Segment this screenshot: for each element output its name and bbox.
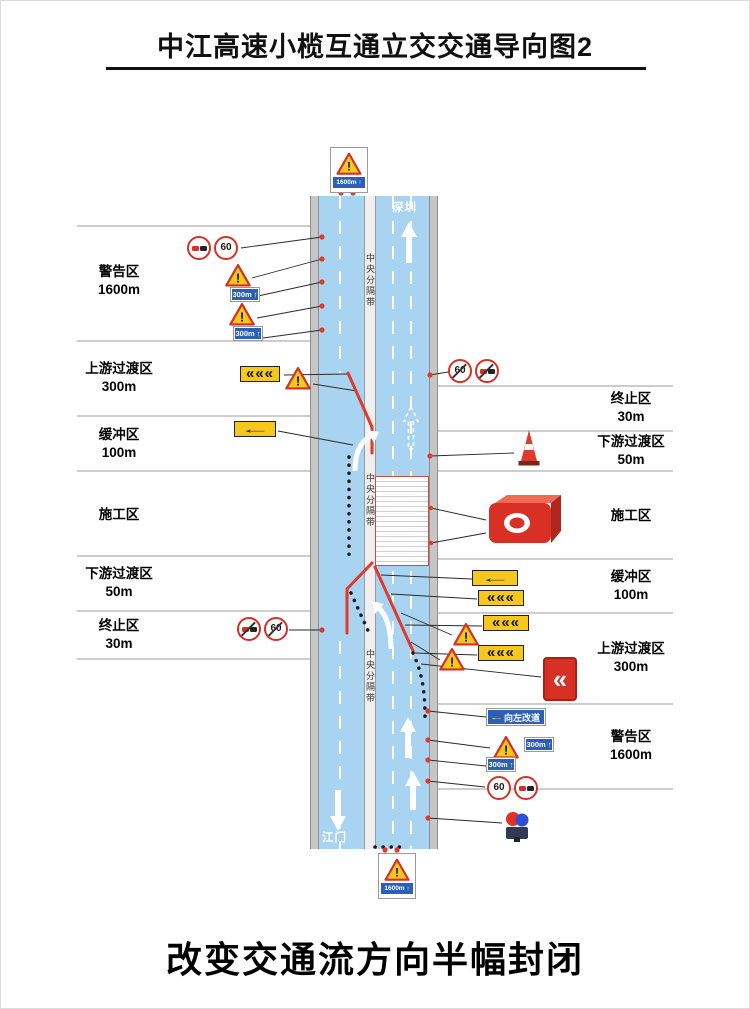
end-no-overtaking-sign — [237, 617, 261, 641]
shoulder-left — [310, 196, 319, 849]
roadwork-ahead-sign-bottom: ! 1600m ↑ — [378, 853, 416, 899]
roadwork-warning-sign: ! — [493, 735, 519, 759]
roadwork-warning-sign: ! — [229, 302, 255, 326]
water-filled-barrier — [487, 491, 563, 547]
end-speed-limit-sign: 60 — [264, 617, 288, 641]
svg-text:!: ! — [296, 373, 300, 388]
car-icon — [526, 785, 534, 791]
crossover-arrow-lower — [377, 606, 394, 650]
up-arrow-bottom-2 — [405, 771, 421, 810]
distance-plate-1600m: 1600m ↑ — [381, 883, 413, 894]
crossover-arrow-lower-head — [372, 601, 384, 614]
speed-limit-60-sign: 60 — [214, 236, 238, 260]
traffic-arrows — [330, 222, 421, 831]
car-icon — [241, 626, 249, 632]
car-icon — [518, 785, 526, 791]
crossover-arrow-upper-head — [367, 430, 379, 443]
svg-text:!: ! — [504, 742, 508, 757]
roadwork-warning-sign: ! — [453, 622, 479, 646]
zone-label-left-work: 施工区 — [98, 507, 140, 522]
zone-divider-lines — [77, 225, 673, 790]
taper-lower-right — [373, 565, 415, 653]
end-speed-limit-sign: 60 — [448, 359, 472, 383]
arrow-board: ← — [234, 421, 276, 437]
warning-triangle-icon: ! — [336, 152, 362, 175]
up-arrow-bottom-1 — [400, 717, 416, 758]
leader-lines — [240, 236, 542, 824]
title-underline — [106, 67, 646, 70]
sharp-curve-sign: « — [543, 657, 577, 701]
car-icon — [479, 368, 487, 374]
divert-left-sign: ←向左改道 — [487, 709, 545, 725]
distance-plate-300m: 300m ↑ — [525, 738, 553, 751]
svg-text:!: ! — [347, 160, 351, 174]
no-overtaking-sign — [514, 776, 538, 800]
zone-label-right-work: 施工区 — [610, 508, 652, 523]
bottom-caption: 改变交通流方向半幅封闭 — [165, 939, 584, 980]
warning-triangle-icon: ! — [384, 858, 410, 881]
end-no-overtaking-sign — [475, 359, 499, 383]
svg-text:!: ! — [236, 270, 240, 285]
crossover-arrow-upper — [352, 433, 373, 472]
median-label: 中央分隔带 — [365, 473, 375, 528]
svg-text:!: ! — [450, 654, 454, 669]
roadwork-warning-sign: ! — [225, 263, 251, 287]
shoulder-right — [429, 196, 438, 849]
car-icon — [199, 245, 207, 251]
carriageway-left — [319, 196, 364, 849]
red-barrier-lines — [345, 371, 415, 653]
up-arrow-top — [401, 222, 417, 263]
car-icon — [249, 626, 257, 632]
car-icon — [191, 245, 199, 251]
chevron-alignment-board: ««« — [478, 645, 524, 661]
traffic-cone — [516, 428, 542, 468]
distance-plate-1600m: 1600m ↑ — [333, 177, 365, 188]
dest-label-jiangmen: 江门 — [322, 832, 347, 844]
ghost-arrow — [402, 405, 420, 450]
work-zone-hatch — [375, 476, 429, 566]
svg-text:!: ! — [395, 866, 399, 880]
distance-plate-300m: 300m ↑ — [487, 758, 515, 771]
distance-plate-300m: 300m ↑ — [234, 327, 262, 340]
no-overtaking-sign — [187, 236, 211, 260]
car-icon — [487, 368, 495, 374]
lane-line — [339, 641, 341, 849]
distance-plate-300m: 300m ↑ — [231, 288, 259, 301]
attachment-dots — [319, 190, 434, 853]
cone-dot-lines — [347, 455, 427, 849]
svg-text:!: ! — [240, 309, 244, 324]
roadwork-warning-sign: ! — [285, 366, 311, 390]
roadwork-warning-sign: ! — [439, 647, 465, 671]
page-title: 中江高速小榄互通立交交通导向图2 — [156, 32, 593, 62]
svg-text:!: ! — [464, 629, 468, 644]
median-label: 中央分隔带 — [365, 253, 375, 308]
warning-beacon — [503, 807, 531, 843]
lane-line — [339, 196, 341, 373]
roadwork-ahead-sign-top: ! 1600m ↑ — [330, 147, 368, 193]
median-label: 中央分隔带 — [365, 649, 375, 704]
chevron-alignment-board: ««« — [483, 615, 529, 631]
dest-label-shenzhen: 深圳 — [392, 202, 417, 214]
chevron-alignment-board: ««« — [478, 590, 524, 606]
median-strip: 中央分隔带 中央分隔带 中央分隔带 — [364, 196, 376, 849]
chevron-alignment-board: ««« — [240, 366, 280, 382]
speed-limit-60-sign: 60 — [487, 776, 511, 800]
down-arrow-left-road — [330, 790, 346, 831]
taper-lower-left — [345, 561, 374, 635]
taper-upper — [346, 371, 374, 455]
arrow-board: ← — [472, 570, 518, 586]
